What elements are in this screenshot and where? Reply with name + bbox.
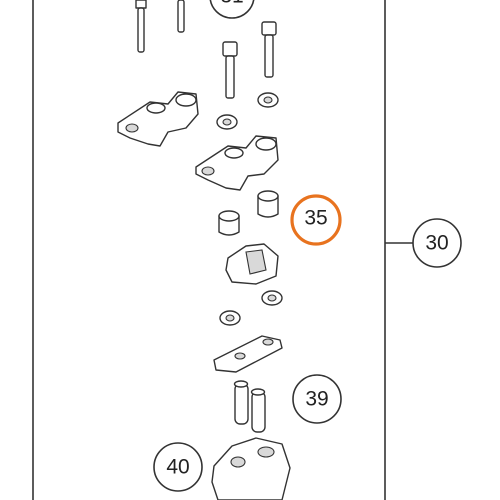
svg-text:39: 39 [305, 388, 328, 411]
rubber-bushing-left[interactable] [218, 210, 240, 236]
handlebar-clamp-upper[interactable] [117, 91, 199, 147]
washer-lower-right[interactable] [261, 290, 283, 306]
svg-text:30: 30 [425, 232, 448, 255]
callout-30[interactable]: 30 [412, 218, 462, 268]
rubber-bushing-right[interactable] [257, 190, 279, 218]
damper-block[interactable] [225, 243, 279, 285]
washer-lower-left[interactable] [219, 310, 241, 326]
lower-clamp-bracket[interactable] [211, 437, 291, 500]
bushing-pin-right[interactable] [250, 388, 266, 433]
svg-text:31: 31 [220, 0, 243, 8]
bushing-pin-left[interactable] [233, 380, 249, 425]
handlebar-clamp-lower[interactable] [195, 135, 279, 191]
callout-35[interactable]: 35 [290, 194, 342, 246]
washer-upper-right[interactable] [257, 92, 279, 108]
top-bolt-left[interactable] [135, 0, 147, 53]
bolt-long-left[interactable] [222, 41, 238, 99]
washer-upper-left[interactable] [216, 114, 238, 130]
callout-40[interactable]: 40 [153, 442, 203, 492]
svg-text:40: 40 [166, 456, 189, 479]
svg-text:35: 35 [304, 207, 327, 230]
base-plate[interactable] [213, 335, 283, 373]
callout-39[interactable]: 39 [292, 374, 342, 424]
top-pin-right[interactable] [177, 0, 185, 33]
callout-31[interactable]: 31 [209, 0, 255, 19]
bolt-long-right[interactable] [261, 21, 277, 78]
